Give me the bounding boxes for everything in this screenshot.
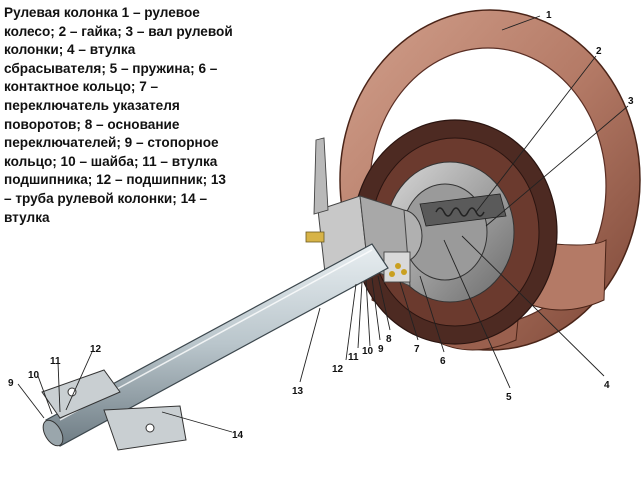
callout-10: 10 xyxy=(362,346,374,357)
bushing-bracket xyxy=(41,369,187,451)
caption-line: втулка xyxy=(4,209,50,225)
leader-lines xyxy=(17,15,629,433)
callout-14: 14 xyxy=(232,430,244,441)
callout-2: 2 xyxy=(596,46,602,57)
callout-10-left: 10 xyxy=(28,370,40,381)
callout-labels: 1 2 3 4 5 6 7 8 9 10 11 12 13 14 9 10 11… xyxy=(8,10,634,441)
caption-line: Рулевая колонка 1 – рулевое xyxy=(4,5,200,20)
callout-11-left: 11 xyxy=(50,356,61,367)
caption-line: подшипника; 12 – подшипник; 13 xyxy=(4,172,226,188)
callout-7: 7 xyxy=(414,344,420,355)
caption-line: колонки; 4 – втулка xyxy=(4,42,136,58)
wheel-hub xyxy=(352,119,558,345)
callout-4: 4 xyxy=(604,380,610,391)
callout-5: 5 xyxy=(506,392,512,403)
callout-6: 6 xyxy=(440,356,446,367)
caption-line: сбрасывателя; 5 – пружина; 6 – xyxy=(4,60,218,76)
caption-line: поворотов; 8 – основание xyxy=(4,116,180,132)
caption-line: – труба рулевой колонки; 14 – xyxy=(4,190,208,206)
callout-9: 9 xyxy=(378,344,384,355)
callout-11: 11 xyxy=(348,352,359,363)
callout-12-left: 12 xyxy=(90,344,102,355)
callout-3: 3 xyxy=(628,96,634,107)
callout-12: 12 xyxy=(332,364,344,375)
callout-13: 13 xyxy=(292,386,304,397)
caption-line: колесо; 2 – гайка; 3 – вал рулевой xyxy=(4,23,233,39)
caption-line: переключателей; 9 – стопорное xyxy=(4,135,219,151)
callout-9-left: 9 xyxy=(8,378,14,389)
caption-line: кольцо; 10 – шайба; 11 – втулка xyxy=(4,153,218,169)
caption-line: переключатель указателя xyxy=(4,97,180,113)
callout-8: 8 xyxy=(386,334,392,345)
diagram-caption: Рулевая колонка 1 – рулевое колесо; 2 – … xyxy=(4,4,274,227)
callout-1: 1 xyxy=(546,10,552,21)
caption-line: контактное кольцо; 7 – xyxy=(4,79,159,95)
